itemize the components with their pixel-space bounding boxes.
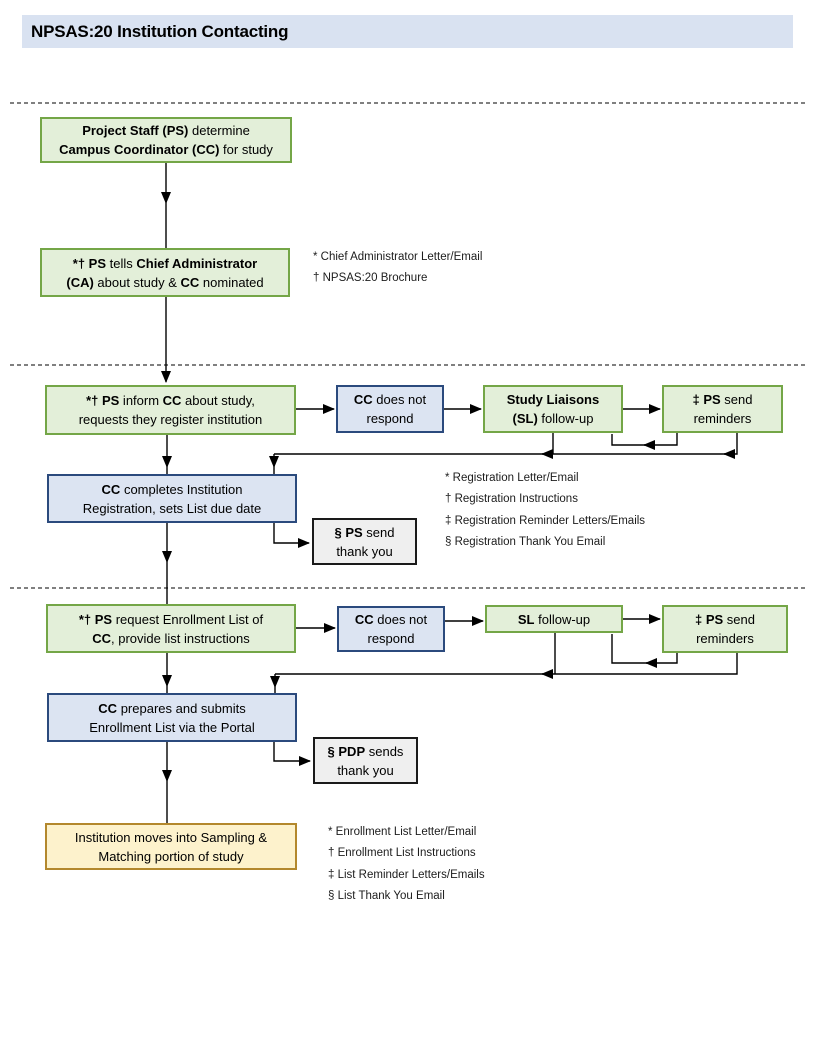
box-sampling-matching: Institution moves into Sampling &Matchin… xyxy=(45,823,297,870)
page-title: NPSAS:20 Institution Contacting xyxy=(31,21,289,41)
box-study-liaisons-followup: Study Liaisons(SL) follow-up xyxy=(483,385,623,433)
footnotes-registration: * Registration Letter/Email† Registratio… xyxy=(445,472,646,548)
box-tell-chief-administrator: *† PS tells Chief Administrator(CA) abou… xyxy=(40,248,290,297)
footnotes-enrollment: * Enrollment List Letter/Email† Enrollme… xyxy=(328,826,485,902)
box-ps-inform-cc: *† PS inform CC about study,requests the… xyxy=(45,385,296,435)
box-sl-followup: SL follow-up xyxy=(485,605,623,633)
page-title-banner: NPSAS:20 Institution Contacting xyxy=(22,15,793,48)
footnotes-contact: * Chief Administrator Letter/Email† NPSA… xyxy=(313,251,483,285)
